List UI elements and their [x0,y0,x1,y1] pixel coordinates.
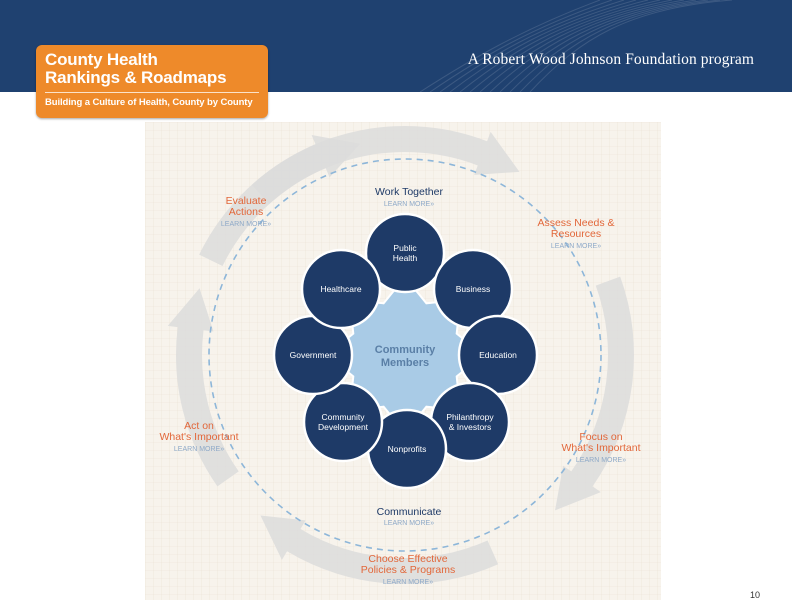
petal-circle [300,248,382,330]
county-health-logo[interactable]: County Health Rankings & Roadmaps Buildi… [36,45,268,118]
logo-divider [45,92,259,93]
banner-swoosh-decoration [419,0,733,92]
petal-label-education: Education [479,350,517,360]
cycle-arrow-3 [260,515,499,584]
cycle-arrow-4 [167,288,239,487]
learn-more-focus[interactable]: LEARN MORE» [576,457,626,464]
petal-label-healthcare: Healthcare [320,284,361,294]
petal-label-business: Business [456,284,491,294]
label-work-together: Work Together [375,186,443,198]
petal-education[interactable]: Education [457,314,539,396]
logo-title-line-1: County Health [45,50,158,69]
petal-circle [302,381,384,463]
learn-more-assess[interactable]: LEARN MORE» [551,243,601,250]
page-number: 10 [750,590,761,600]
dashed-ring [208,158,602,552]
logo-title-line-2: Rankings & Roadmaps [45,68,227,87]
petal-healthcare[interactable]: Healthcare [300,248,382,330]
step-label-assess: Assess Needs &Resources [537,217,614,240]
petal-label-government: Government [290,350,337,360]
cycle-arrow-5 [199,134,361,267]
cycle-arrow-2 [555,276,634,511]
learn-more-communicate[interactable]: LEARN MORE» [384,520,434,527]
logo-tagline: Building a Culture of Health, County by … [45,97,253,108]
learn-more-act[interactable]: LEARN MORE» [174,446,224,453]
petal-circle [364,212,446,294]
learn-more-choose[interactable]: LEARN MORE» [383,579,433,586]
label-communicate: Communicate [377,506,442,518]
learn-more-work-together[interactable]: LEARN MORE» [384,201,434,208]
petal-label-nonprofits: Nonprofits [388,444,427,454]
petal-label-philanthropy: Philanthropy& Investors [446,412,494,432]
learn-more-evaluate[interactable]: LEARN MORE» [221,221,271,228]
foundation-credit: A Robert Wood Johnson Foundation program [467,51,754,68]
